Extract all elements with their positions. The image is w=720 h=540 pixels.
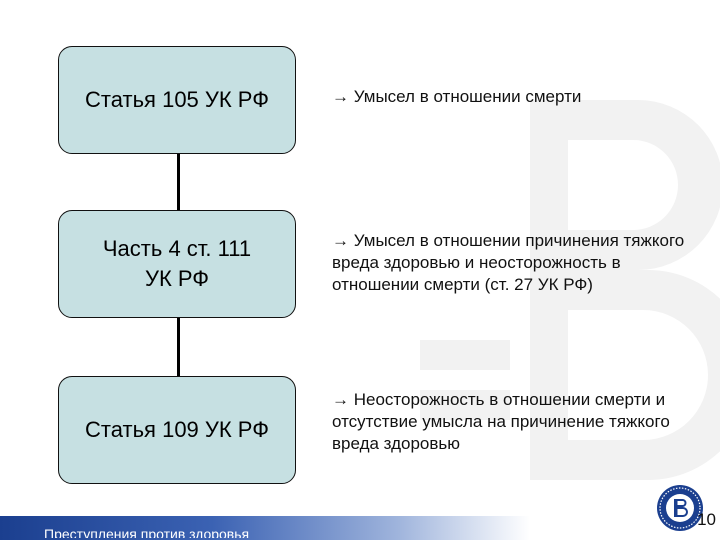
- box-article-109: Статья 109 УК РФ: [58, 376, 296, 484]
- box-label: Статья 105 УК РФ: [85, 87, 269, 113]
- university-logo-icon: [657, 485, 703, 531]
- box-article-105: Статья 105 УК РФ: [58, 46, 296, 154]
- connector-line-2: [177, 318, 180, 376]
- page-number: 10: [697, 510, 716, 529]
- footer-title: Преступления против здоровья: [44, 526, 250, 538]
- description-article-111: → Умысел в отношении причинения тяжкого …: [332, 231, 685, 295]
- box-label: Статья 109 УК РФ: [85, 417, 269, 443]
- description-article-109: → Неосторожность в отношении смерти и от…: [332, 390, 670, 454]
- box-label-line-1: Часть 4 ст. 111: [102, 236, 252, 262]
- footer-bar: [0, 516, 530, 540]
- connector-line-1: [177, 154, 180, 210]
- description-article-105: → Умысел в отношении смерти: [332, 87, 582, 106]
- box-label-line-2: УК РФ: [144, 266, 210, 291]
- box-article-111-part-4: Часть 4 ст. 111 УК РФ: [58, 210, 296, 318]
